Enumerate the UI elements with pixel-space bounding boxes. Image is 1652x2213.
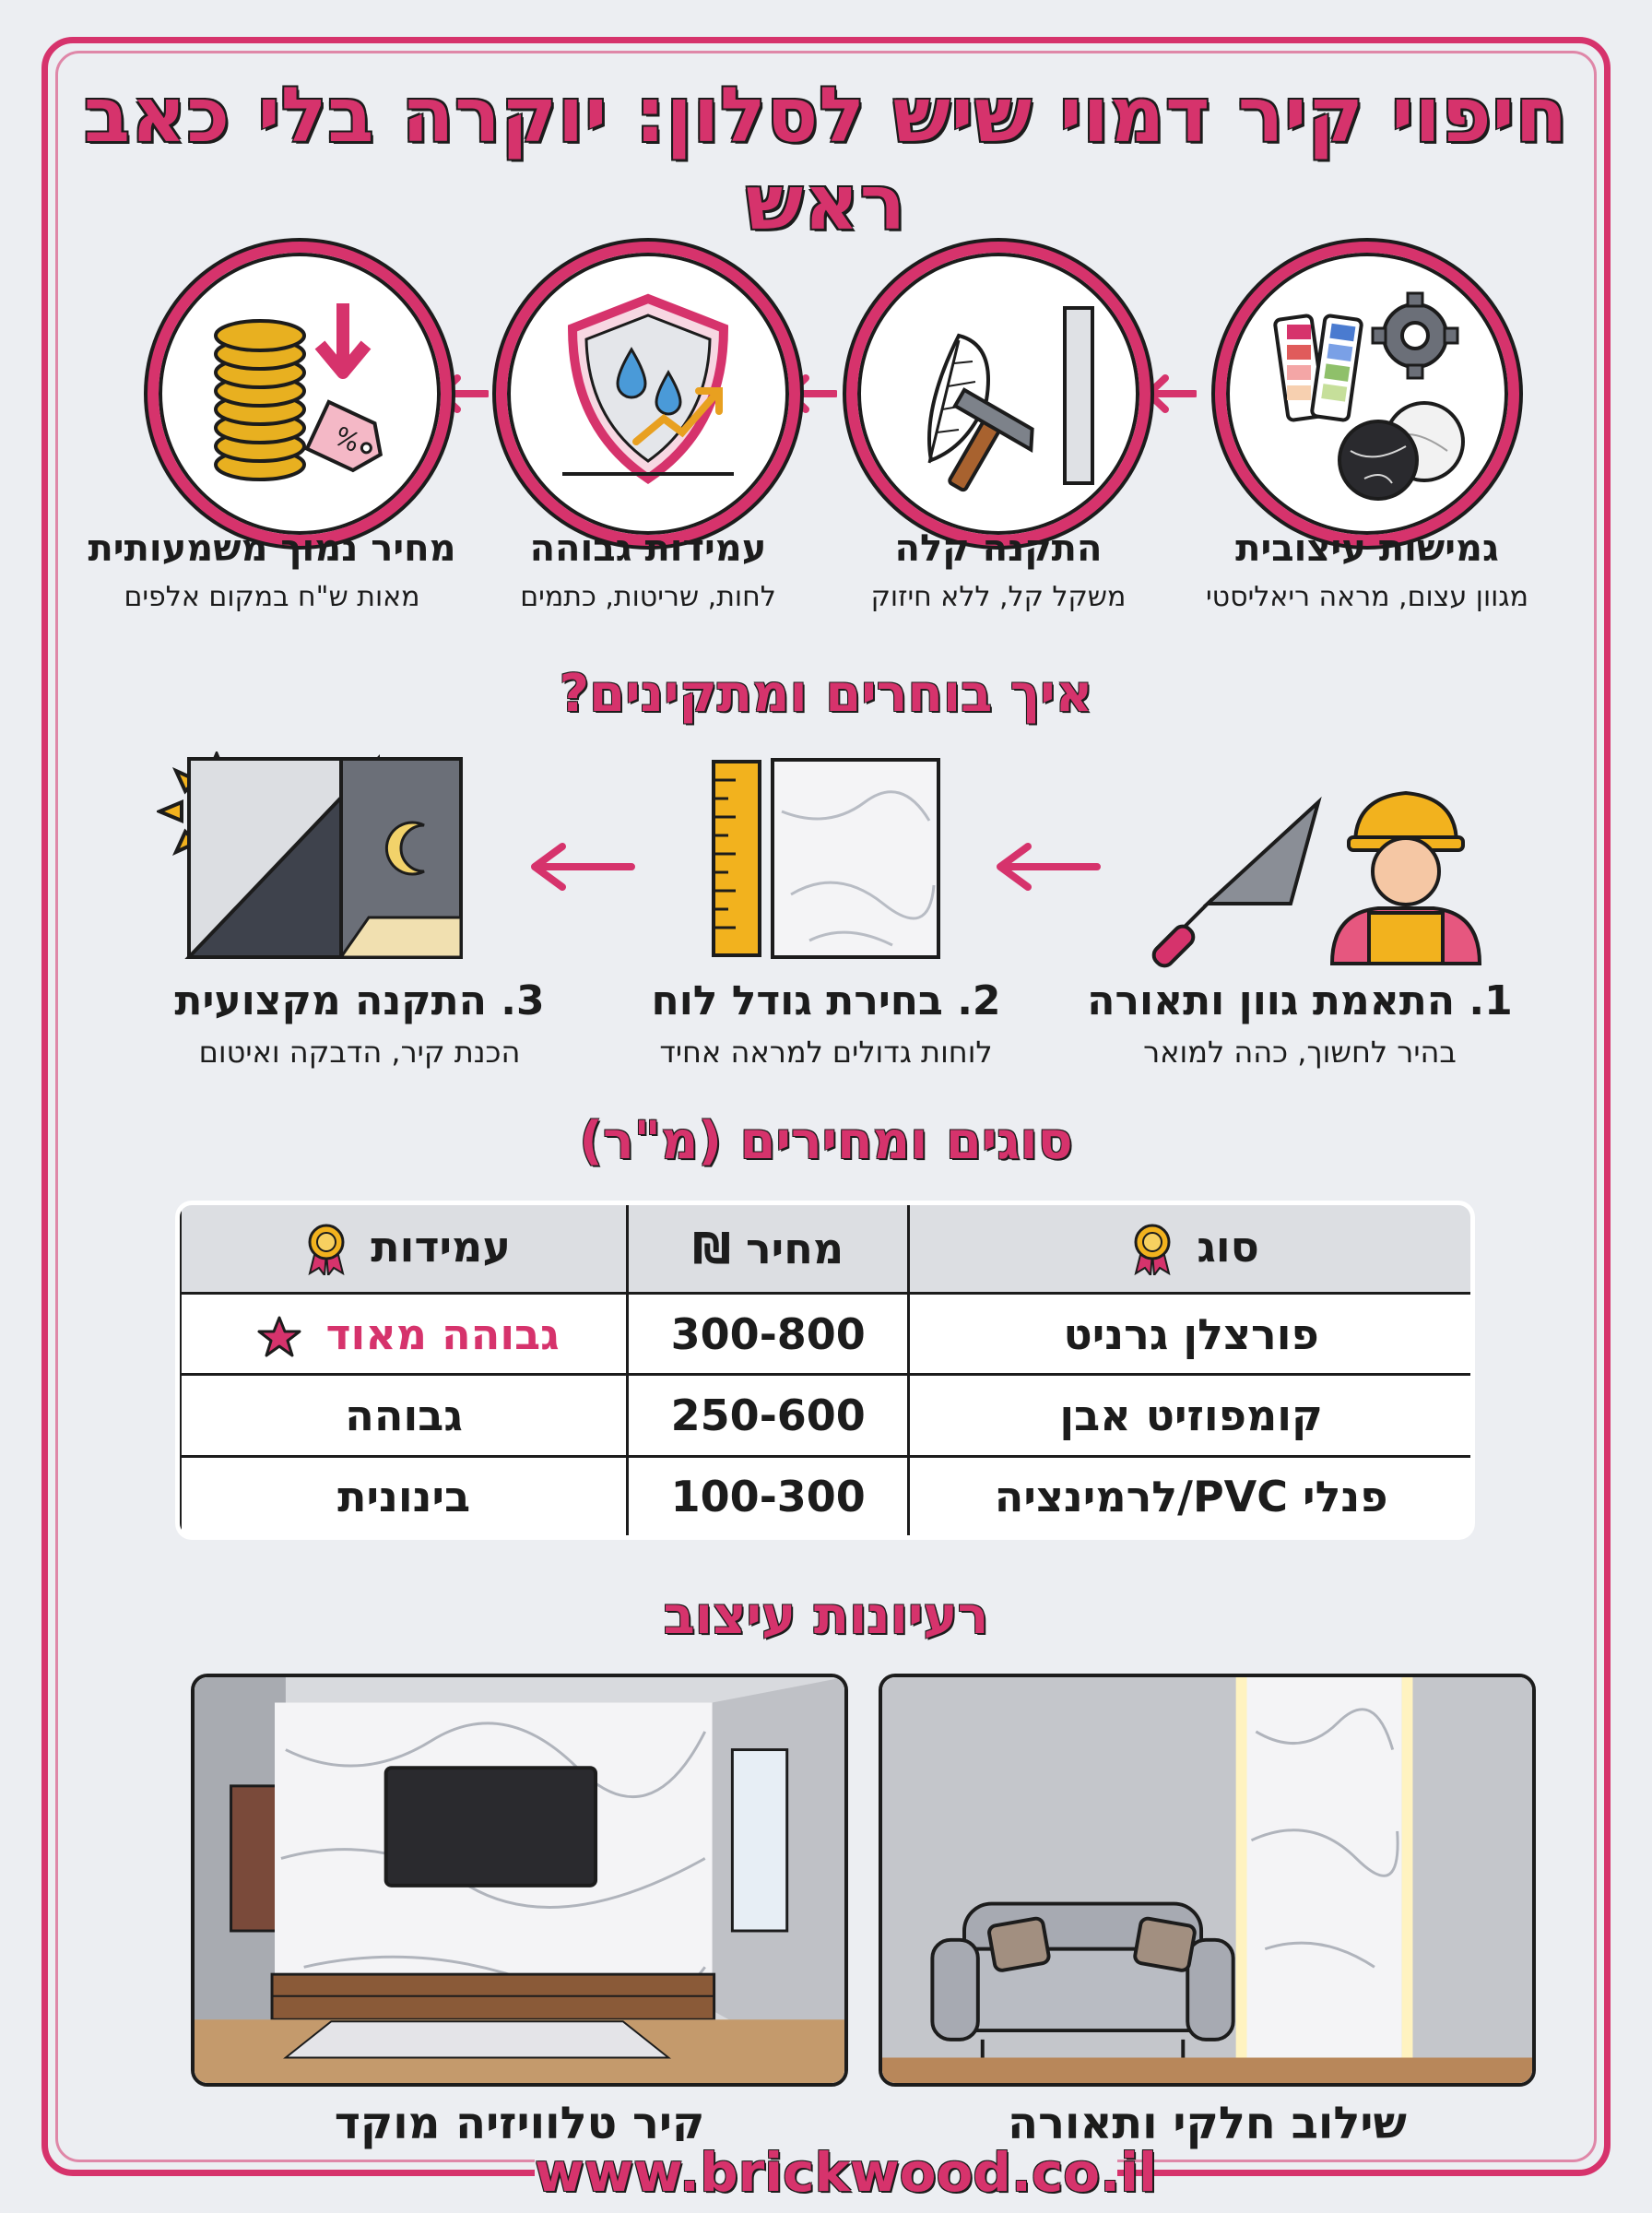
column-header-durability: עמידות — [180, 1205, 630, 1295]
shield-water-icon — [562, 293, 734, 485]
feature-subtitle: מאות ש"ח במקום אלפים — [124, 581, 420, 613]
ruler-panel-icon — [712, 758, 940, 959]
column-header-type: סוג — [907, 1205, 1470, 1295]
table-cell-type: קומפוזיט אבן — [907, 1373, 1470, 1458]
arrow-left-icon — [531, 843, 635, 891]
arrow-left-icon — [997, 843, 1101, 891]
color-palette-icon — [1273, 291, 1465, 501]
table-cell-durability: גבוהה — [180, 1373, 630, 1458]
idea-caption: קיר טלוויזיה מוקד — [334, 2098, 705, 2149]
step-subtitle: לוחות גדולים למראה אחיד — [659, 1035, 993, 1070]
step-title: 3. התקנה מקצועית — [174, 977, 545, 1024]
coins-price-icon: % — [214, 303, 384, 481]
step-title: 2. בחירת גודל לוח — [651, 977, 1001, 1024]
idea-caption: שילוב חלקי ותאורה — [1008, 2098, 1407, 2149]
table-row: פנלי PVC/לרמינציה 100-300 בינונית — [180, 1454, 1470, 1535]
section-heading-ideas: רעיונות עיצוב — [663, 1586, 989, 1646]
website-link[interactable]: www.brickwood.co.il — [535, 2141, 1157, 2206]
section-heading-how-to: איך בוחרים ומתקינים? — [559, 664, 1093, 724]
feature-title: עמידות גבוהה — [529, 527, 767, 570]
feature-circle-durability — [496, 242, 800, 546]
feature-subtitle: מגוון עצום, מראה ריאליסטי — [1205, 581, 1529, 613]
tv-wall-illustration — [195, 1677, 844, 2083]
feature-circle-price: % — [148, 242, 452, 546]
column-header-price: מחיר ₪ — [626, 1205, 911, 1295]
worker-trowel-icon — [1151, 790, 1482, 968]
idea-image-partial-lighting — [879, 1674, 1536, 2087]
price-table: סוג מחיר ₪ עמידות פורצלן גרניט 300- — [175, 1201, 1475, 1540]
feather-hammer-icon — [927, 306, 1094, 492]
table-cell-price: 250-600 — [626, 1373, 911, 1458]
medal-icon — [1134, 1224, 1171, 1276]
medal-icon — [308, 1224, 345, 1276]
table-cell-type: פורצלן גרניט — [907, 1291, 1470, 1377]
feature-subtitle: משקל קל, ללא חיזוק — [870, 581, 1127, 613]
table-cell-price: 100-300 — [626, 1454, 911, 1535]
feature-subtitle: לחות, שריטות, כתמים — [520, 581, 776, 613]
feature-title: מחיר נמוך משמעותית — [88, 527, 456, 570]
step-subtitle: בהיר לחשוך, כהה למואר — [1143, 1035, 1457, 1070]
table-cell-durability: בינונית — [180, 1454, 630, 1535]
table-cell-durability: גבוהה מאוד — [180, 1291, 630, 1377]
feature-circle-install — [846, 242, 1150, 546]
table-header-row: סוג מחיר ₪ עמידות — [180, 1205, 1470, 1295]
star-icon — [257, 1316, 301, 1357]
table-cell-type: פנלי PVC/לרמינציה — [907, 1454, 1470, 1535]
sofa-marble-illustration — [882, 1677, 1532, 2083]
table-cell-price: 300-800 — [626, 1291, 911, 1377]
idea-image-tv-wall — [191, 1674, 848, 2087]
table-row: קומפוזיט אבן 250-600 גבוהה — [180, 1373, 1470, 1458]
feature-circle-design — [1215, 242, 1519, 546]
section-heading-prices: סוגים ומחירים (מ"ר) — [579, 1111, 1073, 1171]
step-subtitle: הכנת קיר, הדבקה ואיטום — [198, 1035, 521, 1070]
table-row: פורצלן גרניט 300-800 גבוהה מאוד — [180, 1291, 1470, 1377]
feature-title: התקנה קלה — [894, 527, 1103, 570]
step-title: 1. התאמת גוון ותאורה — [1087, 977, 1513, 1024]
page-title: חיפוי קיר דמוי שיש לסלון: יוקרה בלי כאב … — [83, 72, 1569, 247]
sun-moon-lighting-icon — [157, 751, 463, 959]
feature-title: גמישות עיצובית — [1235, 527, 1499, 570]
